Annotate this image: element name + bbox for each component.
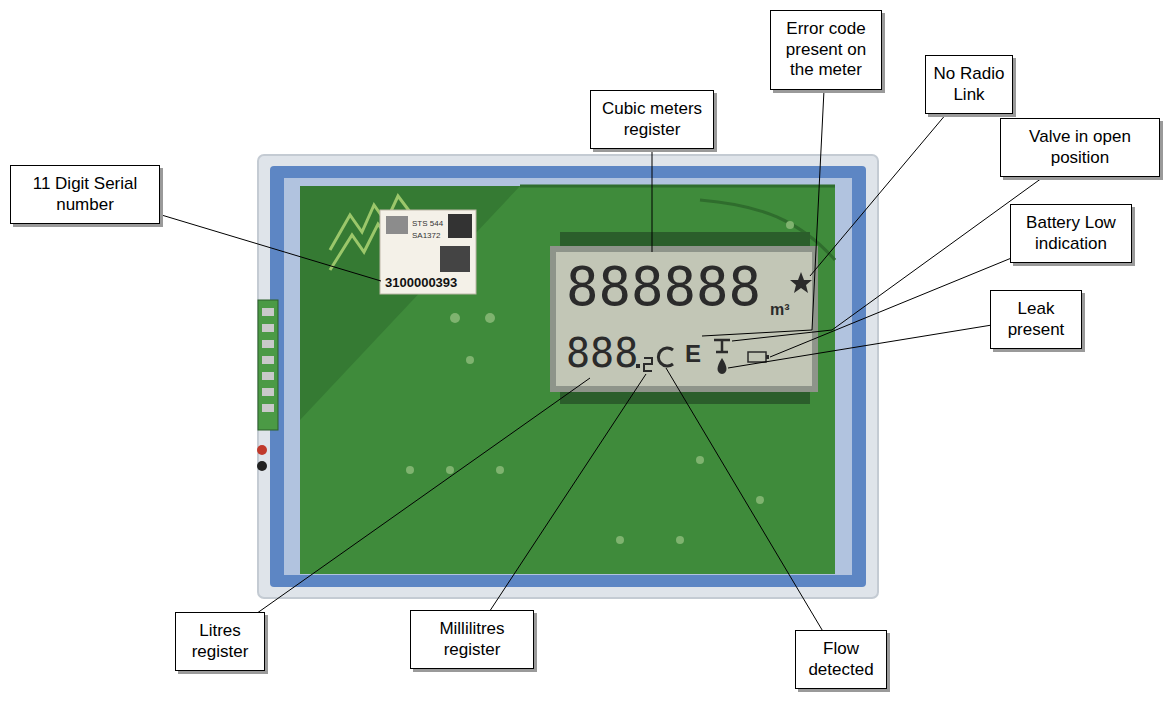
connector-pins: [262, 308, 274, 412]
sticker-text: STS 544: [412, 220, 443, 228]
callout-box: Flow detected: [795, 630, 887, 689]
callout-box: Millilitres register: [410, 610, 534, 669]
lcd-frame: [550, 246, 818, 392]
sticker-text: SA1372: [412, 232, 440, 240]
leader-lines: [85, 50, 1082, 660]
leader-line: [472, 374, 646, 638]
radio-star: [790, 272, 812, 293]
callout-text: No Radio Link: [932, 64, 1006, 105]
callout-box: Litres register: [175, 612, 265, 671]
callout-text: Cubic meters register: [597, 99, 707, 140]
serial-sticker: [380, 210, 476, 294]
serial-number: 3100000393: [385, 276, 457, 289]
sticker-logo: [386, 216, 408, 234]
callout-text: Flow detected: [802, 639, 880, 680]
callout-box: 11 Digit Serial number: [10, 165, 160, 224]
pcb-ground-plane: [300, 186, 520, 420]
callout-text: Error code present on the meter: [777, 19, 875, 81]
connector: [258, 300, 278, 430]
callout-text: Battery Low indication: [1017, 213, 1125, 254]
callout-box: No Radio Link: [925, 55, 1013, 114]
leader-line: [666, 368, 840, 660]
housing-window: [284, 178, 852, 575]
litre-digits: 888: [566, 333, 638, 373]
callout-text: Litres register: [182, 621, 258, 662]
flow-icon: [658, 348, 673, 366]
battery-icon: [748, 352, 766, 362]
leader-line: [810, 88, 968, 276]
blue-frame: [270, 166, 866, 587]
lcd-glass: [556, 252, 812, 386]
callout-box: Cubic meters register: [590, 90, 714, 149]
cubic-digits: 888888: [566, 260, 761, 314]
callout-text: 11 Digit Serial number: [17, 174, 153, 215]
wire-black: [257, 461, 267, 471]
callout-text: Leak present: [997, 299, 1075, 340]
callout-box: Valve in open position: [1000, 118, 1160, 177]
qr-code: [448, 214, 472, 238]
unit-symbol: m³: [770, 302, 790, 318]
qr-code: [440, 246, 470, 272]
valve-icon: [714, 340, 730, 352]
leader-line: [219, 378, 590, 640]
pcb: [300, 186, 835, 574]
error-symbol: E: [685, 342, 701, 366]
leak-icon: [718, 358, 727, 374]
callout-text: Valve in open position: [1007, 127, 1153, 168]
battery-icon: [766, 355, 769, 359]
clear-housing: [258, 155, 878, 598]
wire-red: [257, 445, 267, 455]
callout-box: Leak present: [990, 290, 1082, 349]
callout-box: Battery Low indication: [1010, 204, 1132, 263]
callout-text: Millilitres register: [417, 619, 527, 660]
millilitre-digit: [644, 358, 652, 371]
callout-box: Error code present on the meter: [770, 10, 882, 90]
leader-line: [728, 318, 1035, 368]
